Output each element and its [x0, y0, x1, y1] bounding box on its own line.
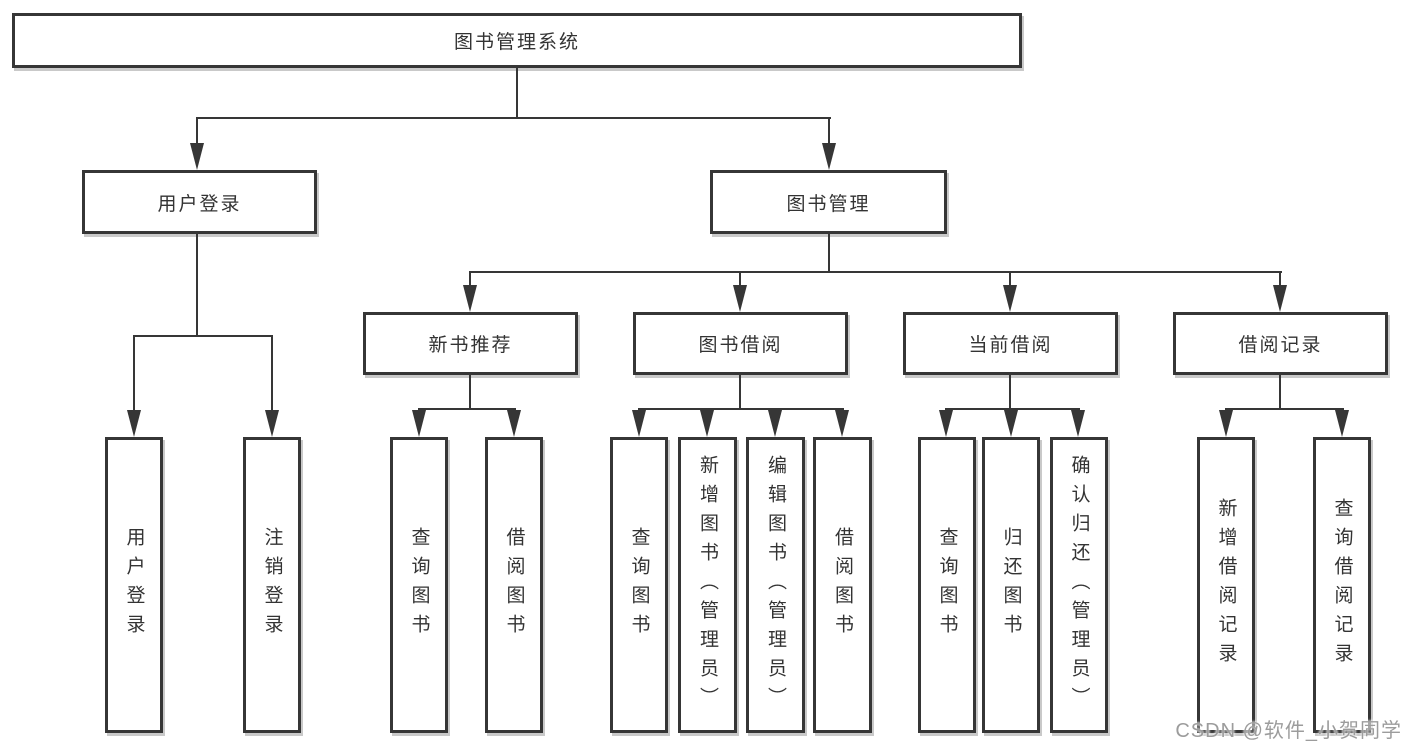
arrow-down-icon [1335, 409, 1349, 437]
connector-hline [638, 408, 844, 410]
leaf-borrow-books-recommend-label: 借阅图书 [503, 527, 525, 643]
arrow-down-icon [1003, 272, 1017, 312]
leaf-query-books-current: 查询图书 [918, 437, 976, 733]
leaf-user-login-label: 用户登录 [123, 527, 145, 643]
leaf-query-books-recommend: 查询图书 [390, 437, 448, 733]
arrow-down-icon [835, 409, 849, 437]
leaf-query-books-current-label: 查询图书 [936, 527, 958, 643]
node-current-borrow-label: 当前借阅 [968, 335, 1053, 356]
node-new-book-recommend-label: 新书推荐 [428, 335, 513, 356]
connector-vline [1009, 375, 1011, 409]
arrow-down-icon [1004, 409, 1018, 437]
node-new-book-recommend: 新书推荐 [363, 312, 578, 375]
node-book-borrow-label: 图书借阅 [698, 335, 783, 356]
leaf-query-books-borrow: 查询图书 [610, 437, 668, 733]
arrow-down-icon [463, 272, 477, 312]
node-borrow-records-label: 借阅记录 [1238, 335, 1323, 356]
leaf-borrow-books: 借阅图书 [813, 437, 872, 733]
leaf-query-borrow-record: 查询借阅记录 [1313, 437, 1371, 733]
node-user-login-label: 用户登录 [157, 193, 242, 215]
leaf-borrow-books-label: 借阅图书 [832, 527, 853, 643]
watermark-text: CSDN @软件_小贺同学 [1175, 720, 1402, 742]
arrow-down-icon [1219, 409, 1233, 437]
node-book-management: 图书管理 [710, 170, 947, 234]
connector-hline [133, 335, 273, 337]
leaf-confirm-return-admin-label: 确认归还（管理员） [1068, 454, 1090, 716]
leaf-confirm-return-admin: 确认归还（管理员） [1050, 437, 1108, 733]
connector-vline [469, 375, 471, 409]
leaf-add-borrow-record: 新增借阅记录 [1197, 437, 1255, 733]
node-user-login: 用户登录 [82, 170, 317, 234]
arrow-down-icon [190, 118, 204, 170]
connector-vline [828, 234, 830, 272]
leaf-query-books-borrow-label: 查询图书 [628, 527, 650, 643]
leaf-user-login: 用户登录 [105, 437, 163, 733]
leaf-query-books-recommend-label: 查询图书 [408, 527, 430, 643]
node-root-label: 图书管理系统 [453, 32, 580, 53]
arrow-down-icon [700, 409, 714, 437]
leaf-logout-label: 注销登录 [261, 527, 283, 643]
arrow-down-icon [1071, 409, 1085, 437]
connector-vline [1279, 375, 1281, 409]
arrow-down-icon [127, 336, 141, 437]
connector-hline [196, 117, 831, 119]
connector-hline [1225, 408, 1344, 410]
node-borrow-records: 借阅记录 [1173, 312, 1388, 375]
leaf-edit-book-admin-label: 编辑图书（管理员） [765, 454, 786, 716]
arrow-down-icon [822, 118, 836, 170]
connector-hline [945, 408, 1080, 410]
node-book-management-label: 图书管理 [786, 193, 871, 215]
arrow-down-icon [412, 409, 426, 437]
connector-hline [418, 408, 516, 410]
arrow-down-icon [733, 272, 747, 312]
leaf-add-book-admin: 新增图书（管理员） [678, 437, 737, 733]
node-current-borrow: 当前借阅 [903, 312, 1118, 375]
connector-vline [739, 375, 741, 409]
connector-vline [196, 234, 198, 336]
leaf-borrow-books-recommend: 借阅图书 [485, 437, 543, 733]
arrow-down-icon [632, 409, 646, 437]
leaf-add-borrow-record-label: 新增借阅记录 [1215, 498, 1237, 672]
arrow-down-icon [1273, 272, 1287, 312]
node-book-borrow: 图书借阅 [633, 312, 848, 375]
leaf-return-book: 归还图书 [982, 437, 1040, 733]
leaf-query-borrow-record-label: 查询借阅记录 [1331, 498, 1353, 672]
leaf-edit-book-admin: 编辑图书（管理员） [746, 437, 805, 733]
arrow-down-icon [265, 336, 279, 437]
leaf-logout: 注销登录 [243, 437, 301, 733]
leaf-return-book-label: 归还图书 [1000, 527, 1022, 643]
leaf-add-book-admin-label: 新增图书（管理员） [697, 454, 718, 716]
connector-hline [469, 271, 1282, 273]
node-root: 图书管理系统 [12, 13, 1022, 68]
arrow-down-icon [768, 409, 782, 437]
arrow-down-icon [939, 409, 953, 437]
connector-vline [516, 68, 518, 118]
arrow-down-icon [507, 409, 521, 437]
